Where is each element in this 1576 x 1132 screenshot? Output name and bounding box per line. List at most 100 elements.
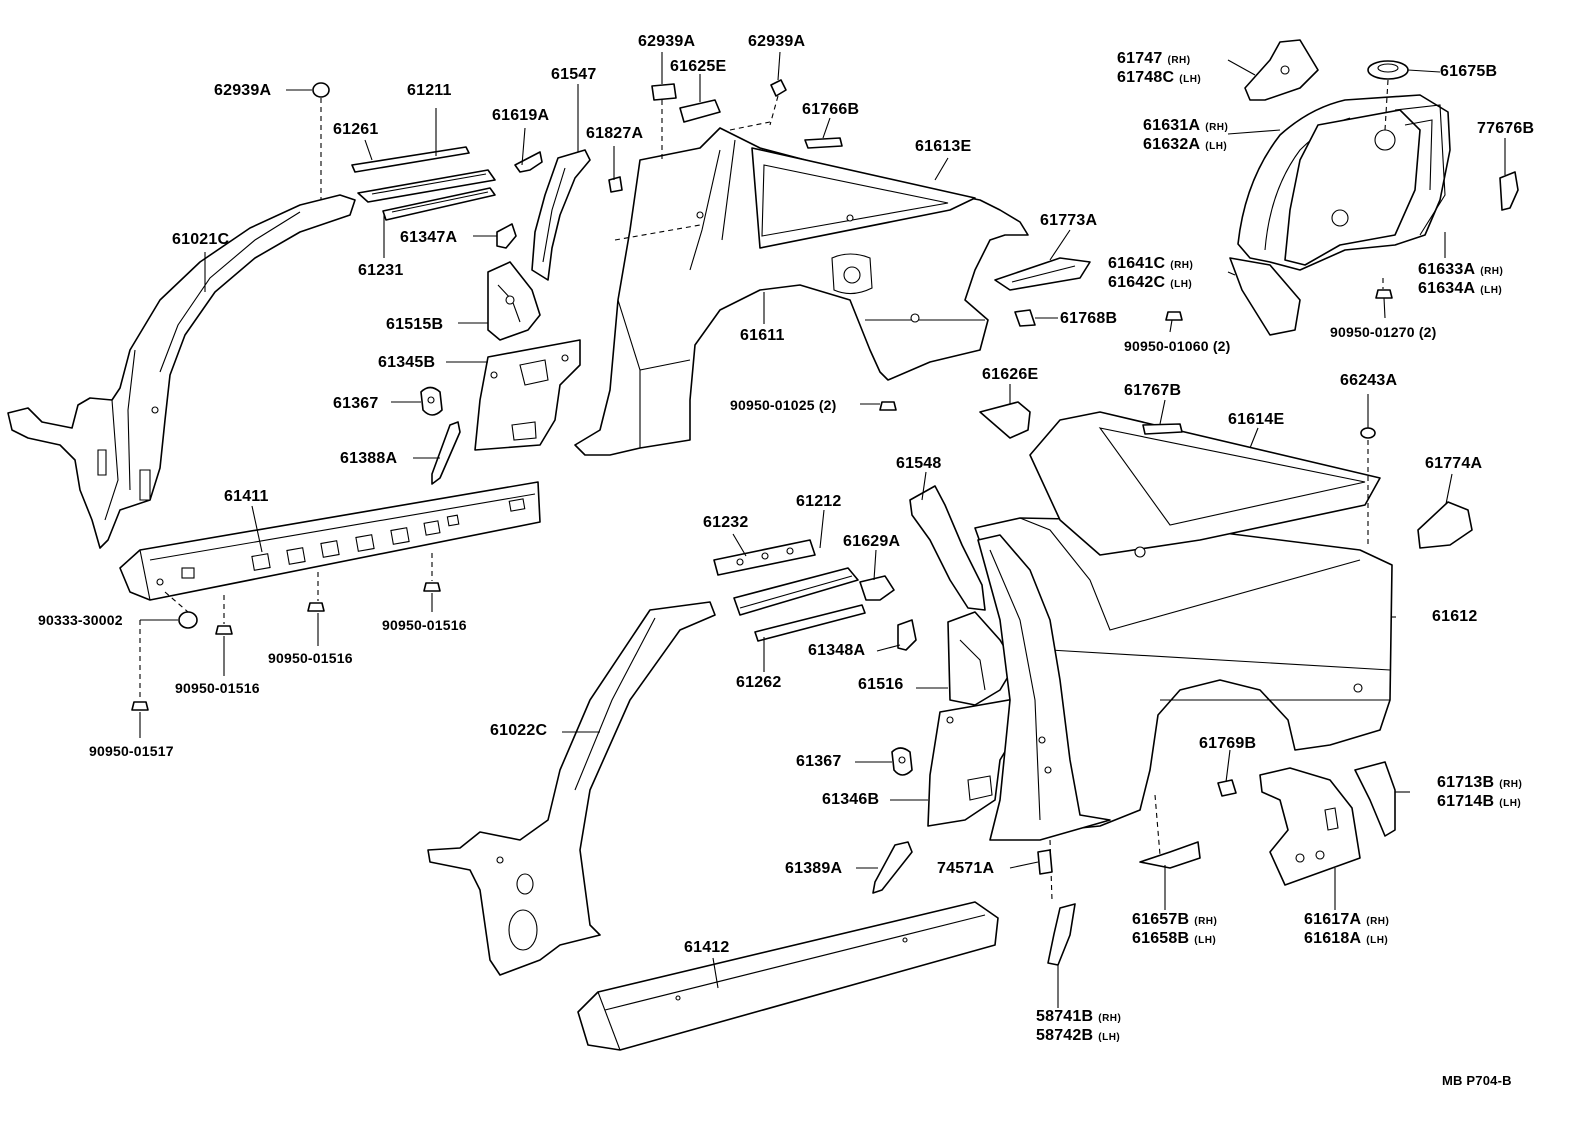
part-number: 61347A [400, 229, 458, 246]
callout-line: 61767B [1124, 382, 1181, 399]
callout-61347a: 61347A [400, 229, 457, 246]
side-indicator: (RH) [1480, 266, 1504, 277]
inner-rocker-part [119, 481, 541, 601]
part-number: 61516 [858, 676, 904, 693]
part-number: 62939A [748, 33, 806, 50]
callout-61827a: 61827A [586, 125, 643, 142]
callout-line: 61769B [1199, 735, 1256, 752]
callout-61212: 61212 [796, 493, 842, 510]
callout-line: 61548 [896, 455, 942, 472]
callout-61766b: 61766B [802, 101, 859, 118]
callout-line: 61367 [333, 395, 379, 412]
callout-line: 77676B [1477, 120, 1534, 137]
right-small-parts [979, 401, 1473, 549]
callout-61767b: 61767B [1124, 382, 1181, 399]
callout-line: 58741B(RH) [1036, 1008, 1121, 1027]
callout-61613e: 61613E [915, 138, 971, 155]
callout-line: 61657B(RH) [1132, 911, 1217, 930]
part-number: 58741B [1036, 1008, 1094, 1025]
callout-line: 61626E [982, 366, 1038, 383]
callout-line: 61412 [684, 939, 730, 956]
side-indicator: (LH) [1098, 1032, 1121, 1043]
bracket-part [514, 151, 543, 173]
part-number: 61367 [796, 753, 842, 770]
outer-quarter-panel-part [974, 411, 1393, 831]
grommet-part [420, 386, 443, 416]
callout-line: 61625E [670, 58, 726, 75]
part-number: 61212 [796, 493, 842, 510]
callout-line: 61348A [808, 642, 865, 659]
part-number: 61211 [407, 82, 452, 99]
callout-line: 90950-01517 [89, 743, 174, 760]
gusset-part [487, 261, 541, 341]
side-indicator: (LH) [1194, 935, 1217, 946]
upper-bracket-part [1244, 39, 1319, 101]
side-indicator: (RH) [1194, 916, 1218, 927]
small-bracket-part [496, 223, 517, 249]
callout-line: 61774A [1425, 455, 1482, 472]
upper-small-parts [651, 79, 843, 149]
part-number: 77676B [1477, 120, 1535, 137]
extension-part [1259, 767, 1361, 886]
callout-line: 61262 [736, 674, 782, 691]
callout-line: 61631A(RH) [1143, 117, 1228, 136]
front-pillar-lower-part [427, 601, 716, 976]
side-indicator: (LH) [1499, 798, 1522, 809]
part-number: 61773A [1040, 212, 1098, 229]
part-number: 61641C [1108, 255, 1166, 272]
callout-line: 61748C(LH) [1117, 69, 1201, 88]
part-number: 61232 [703, 514, 749, 531]
part-number: 61633A [1418, 261, 1476, 278]
callout-line: 90950-01270 (2) [1330, 324, 1437, 341]
lower-small-brackets [859, 575, 917, 651]
pillar-inner-part [909, 485, 986, 611]
part-number: 61642C [1108, 274, 1166, 291]
callout-61769b: 61769B [1199, 735, 1256, 752]
callout-line: 61634A(LH) [1418, 280, 1503, 299]
callout-90950-01516-c: 90950-01516 [382, 617, 467, 634]
grommet-01025 [879, 401, 897, 411]
callout-61411: 61411 [224, 488, 269, 505]
callout-line: 61675B [1440, 63, 1497, 80]
part-number: 61346B [822, 791, 880, 808]
part-number: 61022C [490, 722, 548, 739]
part-number: 90950-01516 [268, 650, 353, 666]
part-number: 61388A [340, 450, 398, 467]
callout-line: 61768B [1060, 310, 1117, 327]
callout-line: 61612 [1432, 608, 1478, 625]
outer-rocker-part [577, 901, 999, 1051]
callout-90333-30002: 90333-30002 [38, 612, 123, 629]
part-number: 61625E [670, 58, 727, 75]
part-number: 61619A [492, 107, 550, 124]
callout-61348a: 61348A [808, 642, 865, 659]
pillar-reinforcement-part [531, 149, 591, 281]
part-number: 61617A [1304, 911, 1362, 928]
callout-61614e: 61614E [1228, 411, 1284, 428]
side-indicator: (RH) [1366, 916, 1390, 927]
callout-90950-01270: 90950-01270 (2) [1330, 324, 1437, 341]
side-indicator: (RH) [1170, 260, 1194, 271]
retainer-lower-part [872, 841, 913, 894]
callout-61547: 61547 [551, 66, 597, 83]
callout-61675b: 61675B [1440, 63, 1497, 80]
part-number: 90950-01060 (2) [1124, 338, 1231, 354]
callout-74571a: 74571A [937, 860, 994, 877]
callout-line: 61613E [915, 138, 971, 155]
callout-61231: 61231 [358, 262, 404, 279]
part-number: 61261 [333, 121, 379, 138]
callout-line: 61827A [586, 125, 643, 142]
callout-line: 61747(RH) [1117, 50, 1201, 69]
callout-line: 61766B [802, 101, 859, 118]
side-indicator: (RH) [1499, 779, 1523, 790]
grommet-lower-part [891, 747, 913, 776]
part-number: 90333-30002 [38, 612, 123, 628]
part-number: 61515B [386, 316, 444, 333]
callout-61631a-61632a: 61631A(RH)61632A(LH) [1143, 117, 1228, 155]
callout-62939a-left: 62939A [214, 82, 271, 99]
callout-line: 61611 [740, 327, 785, 344]
callout-61211: 61211 [407, 82, 452, 99]
callout-61773a: 61773A [1040, 212, 1097, 229]
part-number: 61613E [915, 138, 972, 155]
callout-62939a-mid: 62939A [638, 33, 695, 50]
